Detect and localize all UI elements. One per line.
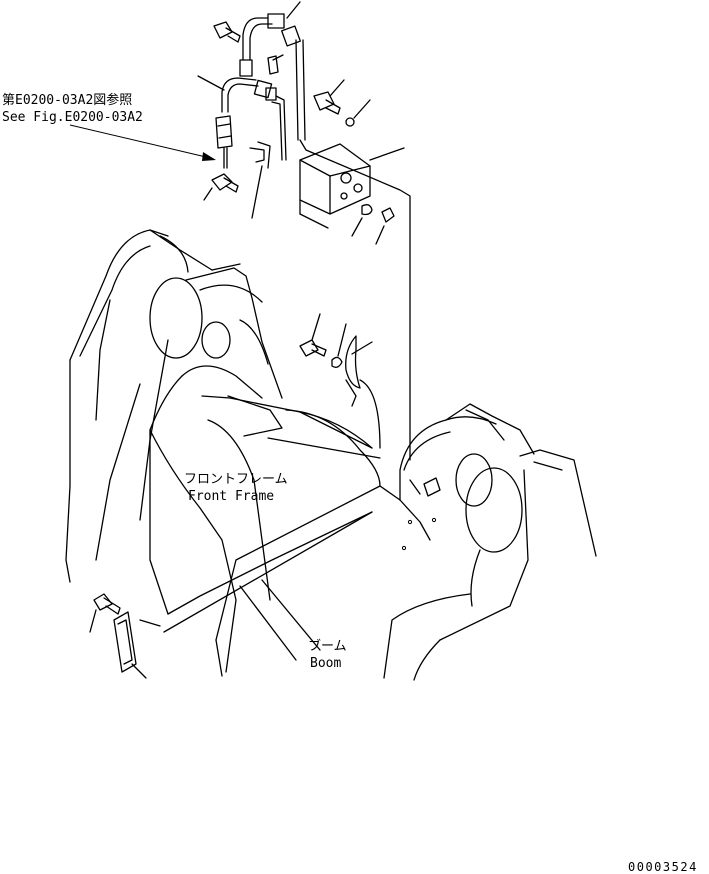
boom: [383, 403, 597, 681]
reference-note-en: See Fig.E0200-03A2: [2, 110, 143, 125]
clamp-parts: [299, 313, 381, 449]
bolt-left: [203, 173, 239, 201]
sensor-bracket: [299, 79, 405, 245]
front-frame-label-jp: フロントフレーム: [184, 472, 288, 487]
boom-label-jp: ブーム: [308, 638, 347, 654]
front-frame: [65, 229, 401, 677]
boom-label-en: Boom: [310, 656, 341, 671]
reference-arrow: [69, 124, 216, 161]
front-frame-label-en: Front Frame: [188, 489, 274, 504]
wire-harness: [197, 1, 411, 461]
bolt-top: [213, 21, 241, 43]
reference-note-jp: 第E0200-03A2図参照: [2, 92, 132, 108]
bottom-bolt-and-plate: [89, 593, 147, 679]
drawing-number: 00003524: [628, 860, 698, 874]
